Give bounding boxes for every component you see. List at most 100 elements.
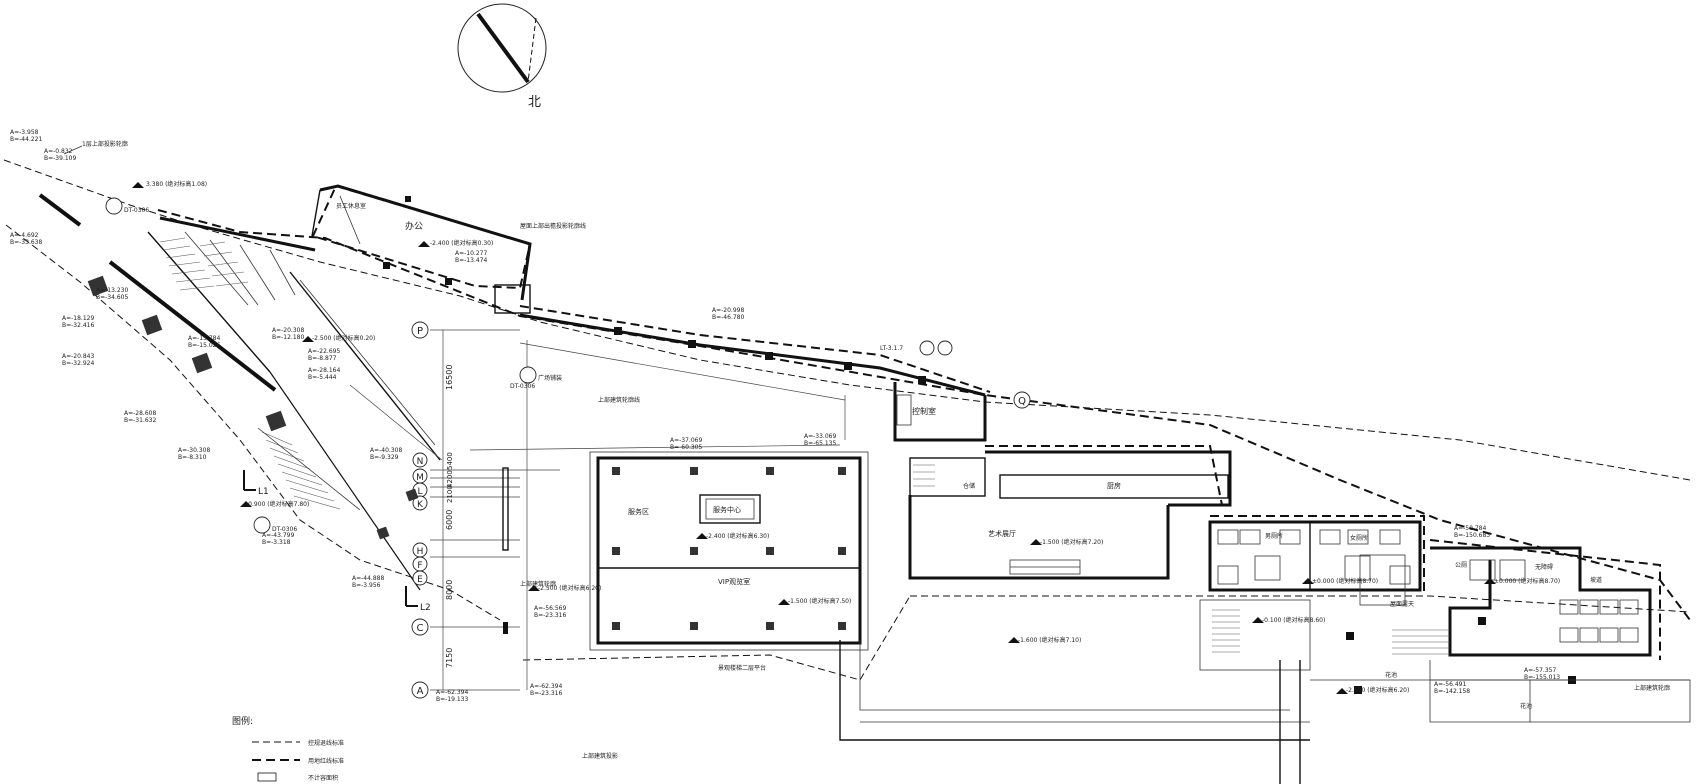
dim-text: 8000	[445, 580, 454, 600]
svg-text:A=-15.784: A=-15.784	[188, 335, 220, 342]
note-text: 屋面露天	[1390, 601, 1414, 608]
svg-text:C: C	[417, 623, 424, 634]
svg-text:A=-20.308: A=-20.308	[272, 327, 304, 334]
svg-text:不计容面积: 不计容面积	[308, 774, 338, 782]
svg-text:A=-20.843: A=-20.843	[62, 353, 94, 360]
svg-text:-2.500 (绝对标高0.20): -2.500 (绝对标高0.20)	[312, 334, 375, 342]
lower-terrace	[839, 554, 1691, 784]
grid-bubble: A	[411, 681, 429, 699]
svg-text:A=-10.277: A=-10.277	[455, 250, 487, 257]
svg-text:LT-3.1.7: LT-3.1.7	[880, 345, 903, 352]
svg-text:A=-56.491: A=-56.491	[1434, 681, 1466, 688]
art-gallery	[908, 445, 1232, 580]
reference-tags: DT-0306 DT-0306 DT-0306 LT-3.1.7	[105, 197, 953, 534]
svg-text:A=-50.784: A=-50.784	[1454, 525, 1486, 532]
office-block	[311, 184, 532, 314]
grid-bubble: P	[411, 321, 429, 339]
svg-text:A=-4.692: A=-4.692	[10, 232, 39, 239]
svg-text:A=-62.394: A=-62.394	[436, 689, 468, 696]
room-label: 服务区	[628, 507, 649, 516]
svg-text:B=-9.329: B=-9.329	[370, 454, 399, 461]
svg-text:A=-57.357: A=-57.357	[1524, 667, 1556, 674]
svg-text:A=-44.888: A=-44.888	[352, 575, 384, 582]
room-label: 办公	[405, 220, 423, 232]
note-text: 屋面上部出檐投影轮廓线	[520, 222, 586, 230]
svg-text:-2.400 (绝对标高0.30): -2.400 (绝对标高0.30)	[430, 239, 493, 247]
room-labels: 办公 员工休息室 控制室 厨房 服务区 服务中心 VIP观览室 艺术展厅 男厕所…	[336, 202, 1553, 710]
svg-text:B=-46.780: B=-46.780	[712, 314, 744, 321]
room-label: 控制室	[912, 406, 936, 416]
svg-text:A=-0.832: A=-0.832	[44, 148, 73, 155]
svg-text:±0.000 (绝对标高8.70): ±0.000 (绝对标高8.70)	[1494, 577, 1560, 585]
svg-text:A=-30.308: A=-30.308	[178, 447, 210, 454]
dim-text: 2100	[446, 485, 454, 503]
room-label: 公厕	[1455, 562, 1467, 569]
svg-text:A=-20.998: A=-20.998	[712, 307, 744, 314]
svg-text:-2.500 (绝对标高6.20): -2.500 (绝对标高6.20)	[538, 584, 601, 592]
ref-tag: DT-0306	[253, 516, 297, 534]
svg-text:B=-8.877: B=-8.877	[308, 355, 337, 362]
plaza-columns	[502, 467, 509, 634]
legend: 图例: 控规退线标准 用地红线标准 不计容面积	[232, 715, 344, 782]
svg-text:A=-28.608: A=-28.608	[124, 410, 156, 417]
dim-text: 7150	[445, 648, 454, 668]
svg-text:DT-0306: DT-0306	[272, 526, 297, 533]
section-mark-2: L2	[405, 586, 431, 613]
svg-text:B=-5.444: B=-5.444	[308, 374, 337, 381]
grid-bubble: C	[411, 618, 429, 636]
svg-text:B=-3.956: B=-3.956	[352, 582, 381, 589]
svg-text:A=-13.230: A=-13.230	[96, 287, 128, 294]
svg-text:B=-8.310: B=-8.310	[178, 454, 207, 461]
svg-text:B=-3.318: B=-3.318	[262, 539, 291, 546]
grid-bubble: F	[412, 556, 428, 572]
legend-item-dashbold: 用地红线标准	[252, 757, 344, 765]
note-text: 广场铺装	[538, 374, 562, 382]
ref-tag: DT-0306	[105, 197, 149, 215]
level-mark: -2.500 (绝对标高0.20)	[302, 334, 375, 342]
svg-text:B=-142.158: B=-142.158	[1434, 688, 1470, 695]
vip-pavilion	[589, 451, 869, 651]
svg-text:B=-60.305: B=-60.305	[670, 444, 702, 451]
level-mark: -1.500 (绝对标高7.50)	[778, 597, 851, 605]
svg-text:L1: L1	[258, 487, 269, 497]
level-mark: -2.400 (绝对标高6.30)	[696, 532, 769, 540]
svg-text:3.380 (绝对标高1.08): 3.380 (绝对标高1.08)	[146, 180, 207, 188]
svg-text:N: N	[417, 457, 424, 467]
svg-text:±0.000 (绝对标高8.70): ±0.000 (绝对标高8.70)	[1312, 577, 1378, 585]
svg-text:用地红线标准: 用地红线标准	[308, 757, 344, 765]
level-mark: 3.380 (绝对标高1.08)	[132, 180, 207, 188]
section-marks: L1 L2	[243, 470, 431, 613]
room-label: VIP观览室	[718, 577, 750, 586]
room-label: 艺术展厅	[988, 529, 1016, 538]
dim-text: 6000	[445, 510, 454, 530]
svg-text:B=-12.180: B=-12.180	[272, 334, 304, 341]
svg-text:A=-40.308: A=-40.308	[370, 447, 402, 454]
svg-text:-1.600 (绝对标高7.10): -1.600 (绝对标高7.10)	[1018, 636, 1081, 644]
svg-text:DT-0306: DT-0306	[510, 383, 535, 390]
toilet-blocks	[1199, 515, 1661, 694]
svg-text:B=-33.638: B=-33.638	[10, 239, 42, 246]
svg-text:B=-150.683: B=-150.683	[1454, 532, 1490, 539]
north-label: 北	[528, 95, 541, 110]
svg-text:L2: L2	[420, 603, 431, 613]
svg-text:B=-31.632: B=-31.632	[124, 417, 156, 424]
svg-text:A=-28.164: A=-28.164	[308, 367, 340, 374]
svg-text:-0.100 (绝对标高8.60): -0.100 (绝对标高8.60)	[1262, 616, 1325, 624]
svg-text:DT-0306: DT-0306	[124, 207, 149, 214]
svg-text:B=-19.133: B=-19.133	[436, 696, 468, 703]
level-mark: -0.100 (绝对标高8.60)	[1252, 616, 1325, 624]
section-mark-1: L1	[243, 470, 269, 497]
grid-axes	[349, 329, 846, 691]
